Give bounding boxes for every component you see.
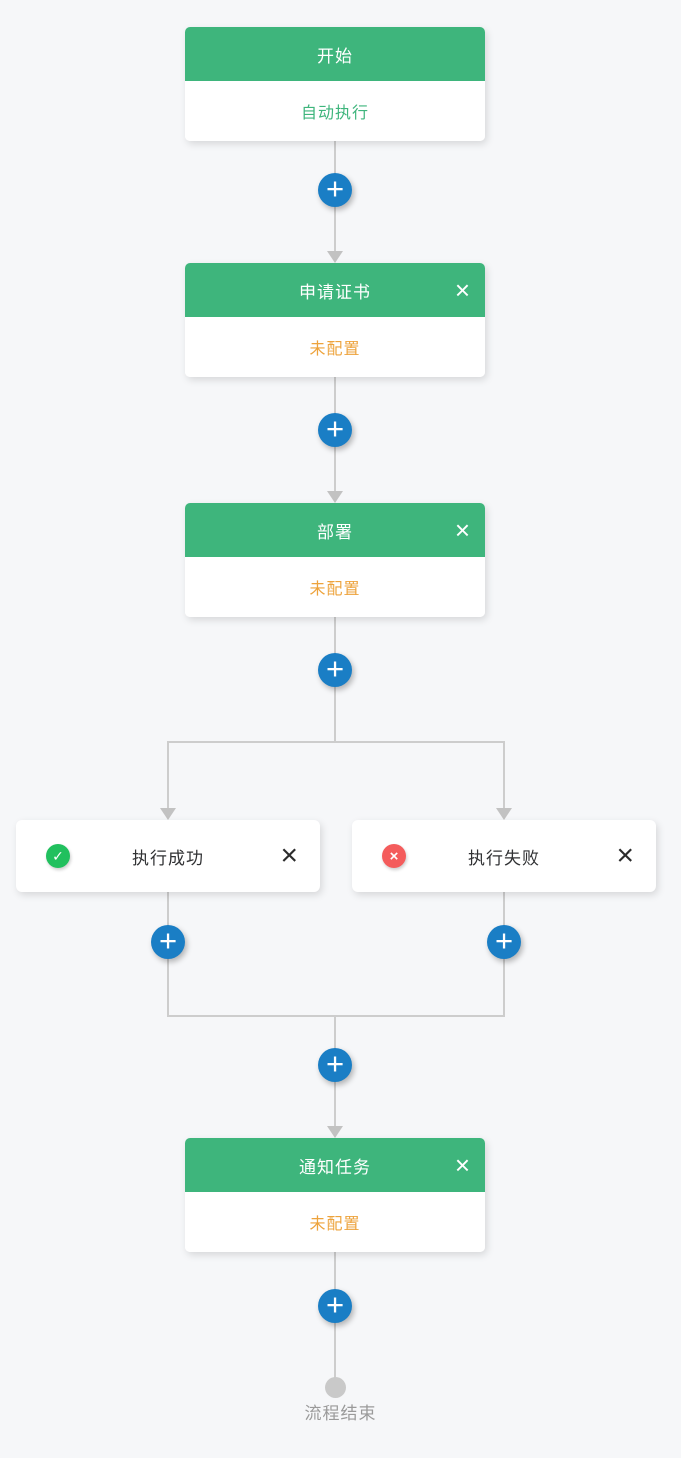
node-title: 申请证书 bbox=[299, 282, 371, 302]
remove-node-button[interactable]: × bbox=[280, 839, 298, 872]
node-start[interactable]: 开始 自动执行 bbox=[185, 27, 485, 141]
connector-line bbox=[503, 741, 505, 810]
node-status: 未配置 bbox=[185, 317, 485, 377]
failure-icon: × bbox=[382, 844, 406, 868]
node-notify[interactable]: 通知任务 × 未配置 bbox=[185, 1138, 485, 1252]
add-task-button[interactable]: + bbox=[318, 1048, 352, 1082]
node-notify-header: 通知任务 × bbox=[185, 1138, 485, 1192]
node-apply-cert[interactable]: 申请证书 × 未配置 bbox=[185, 263, 485, 377]
node-status: 未配置 bbox=[185, 557, 485, 617]
branch-merge-line bbox=[167, 1015, 505, 1017]
arrowhead-icon bbox=[327, 251, 343, 263]
node-title: 开始 bbox=[317, 46, 353, 66]
cross-glyph: × bbox=[389, 847, 399, 865]
add-task-button[interactable]: + bbox=[318, 413, 352, 447]
plus-icon: + bbox=[158, 923, 178, 958]
arrowhead-icon bbox=[327, 1126, 343, 1138]
node-status: 自动执行 bbox=[185, 81, 485, 141]
branch-split-line bbox=[167, 741, 505, 743]
flow-end-dot bbox=[325, 1377, 346, 1398]
plus-icon: + bbox=[325, 651, 345, 686]
add-task-button[interactable]: + bbox=[318, 1289, 352, 1323]
node-deploy[interactable]: 部署 × 未配置 bbox=[185, 503, 485, 617]
add-task-button[interactable]: + bbox=[487, 925, 521, 959]
node-success-branch[interactable]: ✓ 执行成功 × bbox=[16, 820, 320, 892]
add-task-button[interactable]: + bbox=[318, 173, 352, 207]
add-task-button[interactable]: + bbox=[318, 653, 352, 687]
node-title: 执行成功 bbox=[132, 848, 204, 868]
node-title: 通知任务 bbox=[299, 1157, 371, 1177]
node-status: 未配置 bbox=[185, 1192, 485, 1252]
remove-node-button[interactable]: × bbox=[454, 1150, 471, 1180]
flow-end-label: 流程结束 bbox=[304, 1404, 377, 1423]
plus-icon: + bbox=[325, 1046, 345, 1081]
check-glyph: ✓ bbox=[52, 847, 64, 864]
arrowhead-icon bbox=[160, 808, 176, 820]
node-fail-branch[interactable]: × 执行失败 × bbox=[352, 820, 656, 892]
remove-node-button[interactable]: × bbox=[454, 515, 471, 545]
node-start-header: 开始 bbox=[185, 27, 485, 81]
node-title: 执行失败 bbox=[468, 848, 540, 868]
add-task-button[interactable]: + bbox=[151, 925, 185, 959]
plus-icon: + bbox=[494, 923, 514, 958]
plus-icon: + bbox=[325, 411, 345, 446]
arrowhead-icon bbox=[496, 808, 512, 820]
connector-line bbox=[167, 741, 169, 810]
success-icon: ✓ bbox=[46, 844, 70, 868]
remove-node-button[interactable]: × bbox=[616, 839, 634, 872]
plus-icon: + bbox=[325, 1287, 345, 1322]
arrowhead-icon bbox=[327, 491, 343, 503]
node-deploy-header: 部署 × bbox=[185, 503, 485, 557]
plus-icon: + bbox=[325, 171, 345, 206]
node-title: 部署 bbox=[317, 522, 353, 542]
node-apply-cert-header: 申请证书 × bbox=[185, 263, 485, 317]
remove-node-button[interactable]: × bbox=[454, 275, 471, 305]
